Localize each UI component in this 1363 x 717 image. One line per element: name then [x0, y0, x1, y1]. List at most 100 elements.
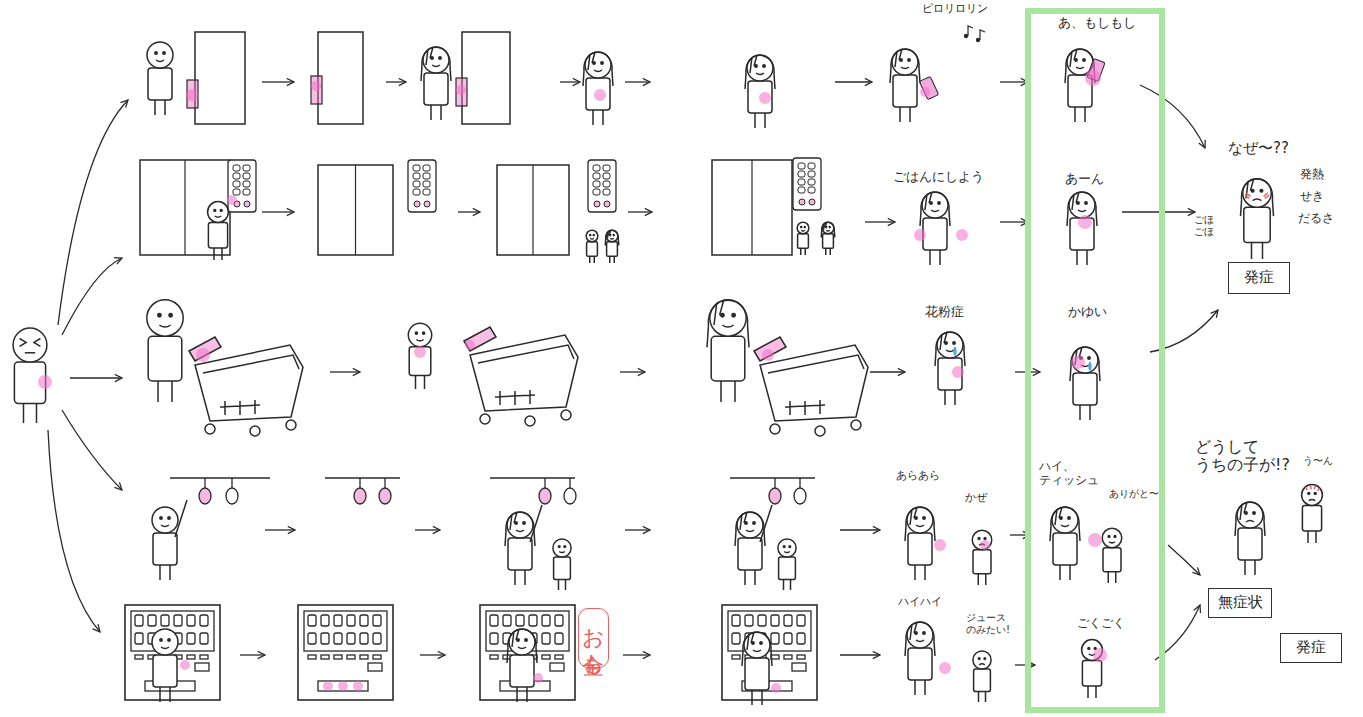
flow-arrow [262, 81, 294, 82]
mouth [1076, 67, 1084, 69]
select-button [784, 655, 792, 659]
panel-button [423, 165, 430, 171]
highlight-band: あ、もしもしあーんかゆいハイ、 ティッシュありがと〜ごくごく [1025, 8, 1165, 713]
eye [158, 314, 161, 317]
leg [929, 250, 931, 265]
leg [914, 680, 916, 695]
contact-mark [956, 229, 968, 241]
coin-slot [195, 663, 209, 671]
status-label: 発症 [1296, 639, 1326, 656]
cart-wheel [286, 420, 296, 430]
mouth [610, 238, 614, 240]
contact-mark [920, 87, 930, 97]
panel-button [233, 189, 240, 195]
eye [1083, 59, 1085, 61]
drink-sample [555, 633, 563, 644]
flow-arrow [1000, 81, 1028, 82]
panel-button [603, 189, 610, 195]
panel-button [593, 181, 600, 187]
flow-arrow [623, 654, 650, 655]
leg [164, 100, 166, 115]
leg [761, 690, 763, 705]
leg [1074, 107, 1076, 122]
button-panel [588, 160, 616, 212]
elevator-seam [751, 160, 752, 255]
eye [755, 65, 757, 67]
woman-figure [890, 49, 920, 122]
flow-arrow [840, 529, 880, 530]
woman-figure [1241, 179, 1274, 259]
select-button [334, 655, 342, 659]
elevator-door [318, 165, 393, 255]
leg [978, 574, 980, 585]
eye [930, 202, 932, 204]
strap-bar [170, 477, 270, 479]
leg [744, 570, 746, 585]
panel-button [413, 181, 420, 187]
body [973, 550, 991, 574]
eye [160, 639, 162, 641]
select-button [542, 655, 550, 659]
leg [751, 690, 753, 705]
drink-sample [321, 633, 329, 644]
body [1073, 373, 1097, 405]
leg [800, 248, 801, 255]
panel-button [798, 171, 805, 177]
strap-ring [794, 488, 806, 504]
mouth [756, 73, 764, 75]
flow-arrow [420, 654, 445, 655]
cart-handle [189, 337, 221, 361]
leg [985, 692, 987, 703]
body [779, 557, 796, 579]
drink-sample [732, 615, 740, 626]
eye [1260, 189, 1263, 192]
cart-wheel [815, 426, 825, 436]
body [908, 533, 932, 565]
arm [175, 500, 187, 537]
hair [745, 55, 775, 89]
status-box: 発症 [1228, 262, 1290, 294]
note-text: だるさ [1298, 212, 1348, 226]
mouth [1253, 199, 1262, 201]
leg [1095, 686, 1097, 698]
person-figure [408, 323, 431, 389]
leg [1089, 405, 1091, 420]
elevator-door [140, 160, 230, 255]
select-button [321, 655, 329, 659]
leg [159, 687, 161, 702]
flow-arrow [58, 100, 128, 325]
cart-handle [464, 327, 496, 351]
woman-figure [505, 505, 542, 585]
leg [1115, 572, 1117, 583]
panel-button [798, 163, 805, 169]
flow-arrow [620, 371, 645, 372]
cart-rim [478, 345, 574, 363]
body [711, 336, 745, 381]
contact-mark [914, 229, 926, 241]
leg [1069, 565, 1071, 580]
body [1103, 548, 1121, 572]
drink-sample [542, 615, 550, 626]
person-figure [797, 222, 809, 255]
hair [707, 300, 749, 348]
strap-bar [490, 477, 575, 479]
cart-wheel [205, 424, 215, 434]
cart-wheel [561, 410, 571, 420]
panel-button [808, 163, 815, 169]
eye [20, 339, 41, 347]
contact-mark [465, 340, 475, 350]
drink-sample [373, 633, 381, 644]
cart-basket [195, 345, 303, 421]
music-note [964, 34, 968, 38]
speech-text: ごくごく [1077, 617, 1147, 631]
eye [978, 538, 980, 540]
contact-mark [1078, 215, 1092, 229]
eye [168, 639, 170, 641]
drink-sample [555, 615, 563, 626]
leg [899, 107, 901, 122]
eye [1251, 189, 1254, 192]
hair [583, 52, 613, 86]
leg [1076, 250, 1078, 265]
eye [1068, 517, 1070, 519]
drink-sample [187, 633, 195, 644]
